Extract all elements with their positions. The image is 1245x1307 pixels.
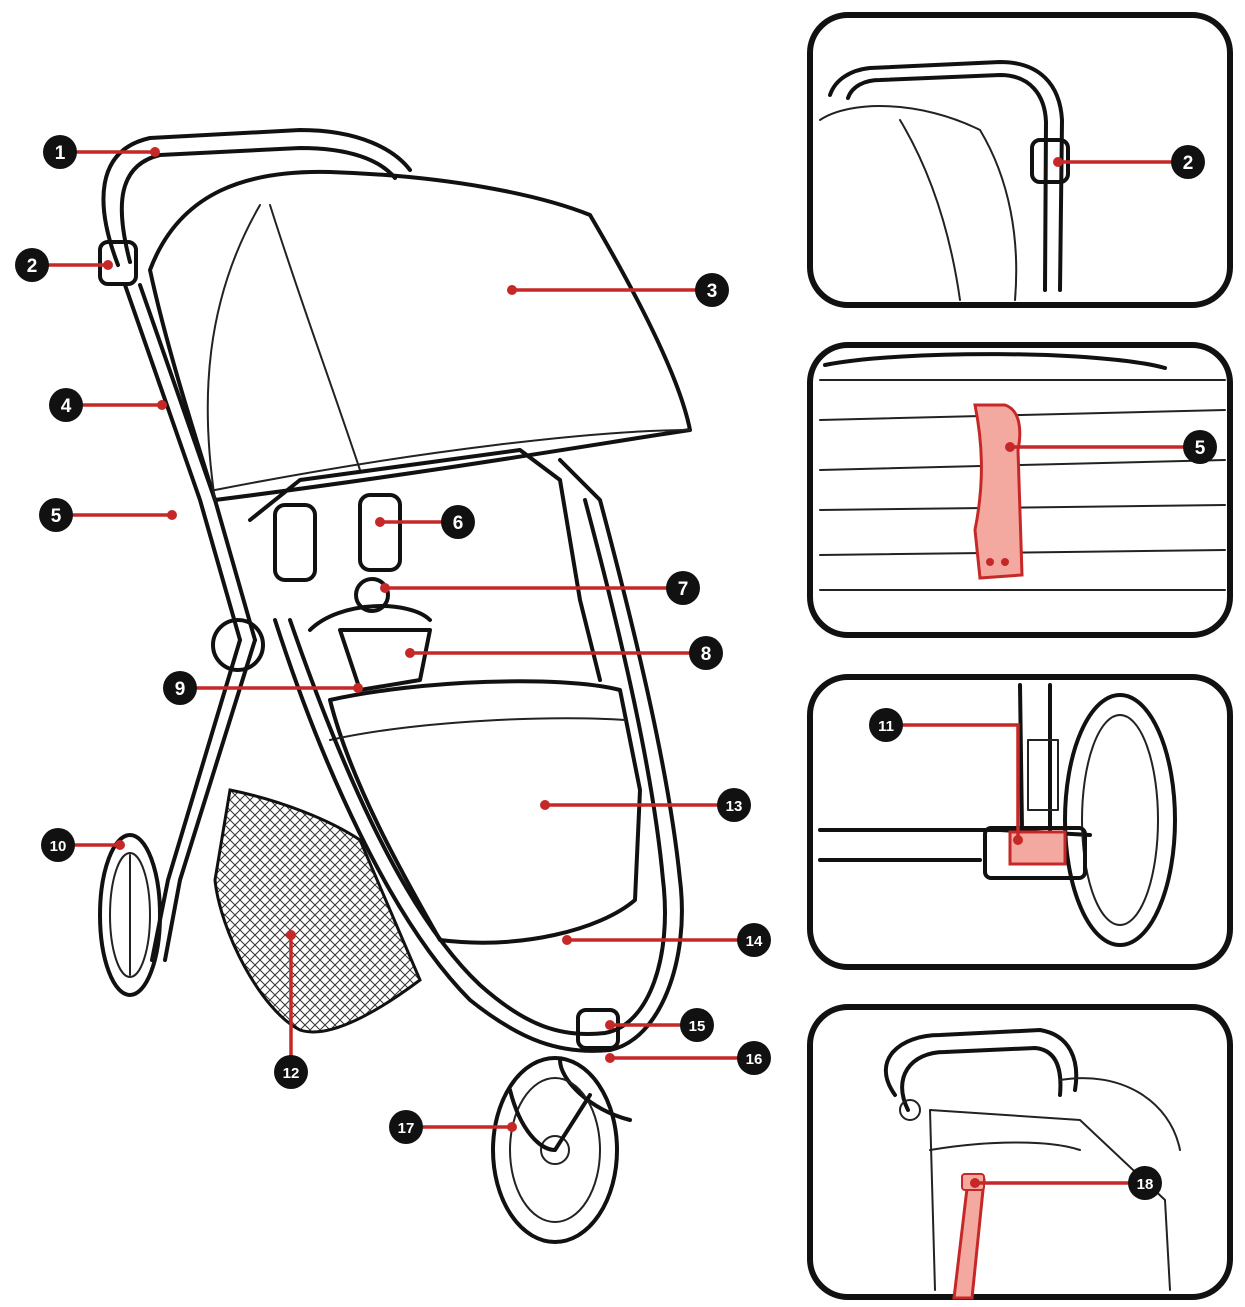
detail-callout-5: 5 [1195,438,1206,459]
callout-10: 10 [50,838,67,855]
stroller-illustration [98,128,692,1244]
detail-callout-18: 18 [1137,1176,1154,1193]
detail-panel-carry-strap: 18 [807,1004,1233,1300]
crotch-strap-shape [338,628,432,692]
detail-panel-fold-button: 2 [807,12,1233,308]
callout-13: 13 [726,798,743,815]
callout-12: 12 [283,1065,300,1082]
main-callouts: 1 2 3 4 5 6 7 8 9 10 12 13 14 [15,135,771,1144]
seat-shape [328,679,642,945]
callout-8: 8 [701,644,712,665]
callout-15: 15 [689,1018,706,1035]
callout-3: 3 [707,281,718,302]
detail-panel-brake: 11 [807,674,1233,970]
detail-callout-11: 11 [878,718,894,735]
callout-14: 14 [746,933,763,950]
canopy-shape [148,169,692,502]
rear-hub-shape [211,618,265,672]
recline-handle-highlight [973,403,1024,580]
rear-wheel-shape [98,833,162,997]
callout-17: 17 [398,1120,415,1137]
callout-16: 16 [746,1051,763,1068]
callout-6: 6 [453,513,464,534]
brake-wheel-shape [1063,693,1177,947]
callout-2: 2 [27,256,38,277]
callout-5: 5 [51,506,62,527]
callout-9: 9 [175,679,186,700]
swivel-lock-shape [576,1008,620,1050]
harness-buckle-shape [354,577,390,613]
shoulder-pad-shape [358,493,402,572]
basket-shape [213,788,422,1034]
front-wheel-shape [491,1056,619,1244]
detail-callout-2: 2 [1183,153,1194,174]
fold-hinge-shape [98,240,138,286]
handlebar-shape [101,128,412,267]
callout-7: 7 [678,579,689,600]
callout-4: 4 [61,396,72,417]
callout-1: 1 [55,143,66,164]
detail-panel-recline-handle: 5 [807,342,1233,638]
